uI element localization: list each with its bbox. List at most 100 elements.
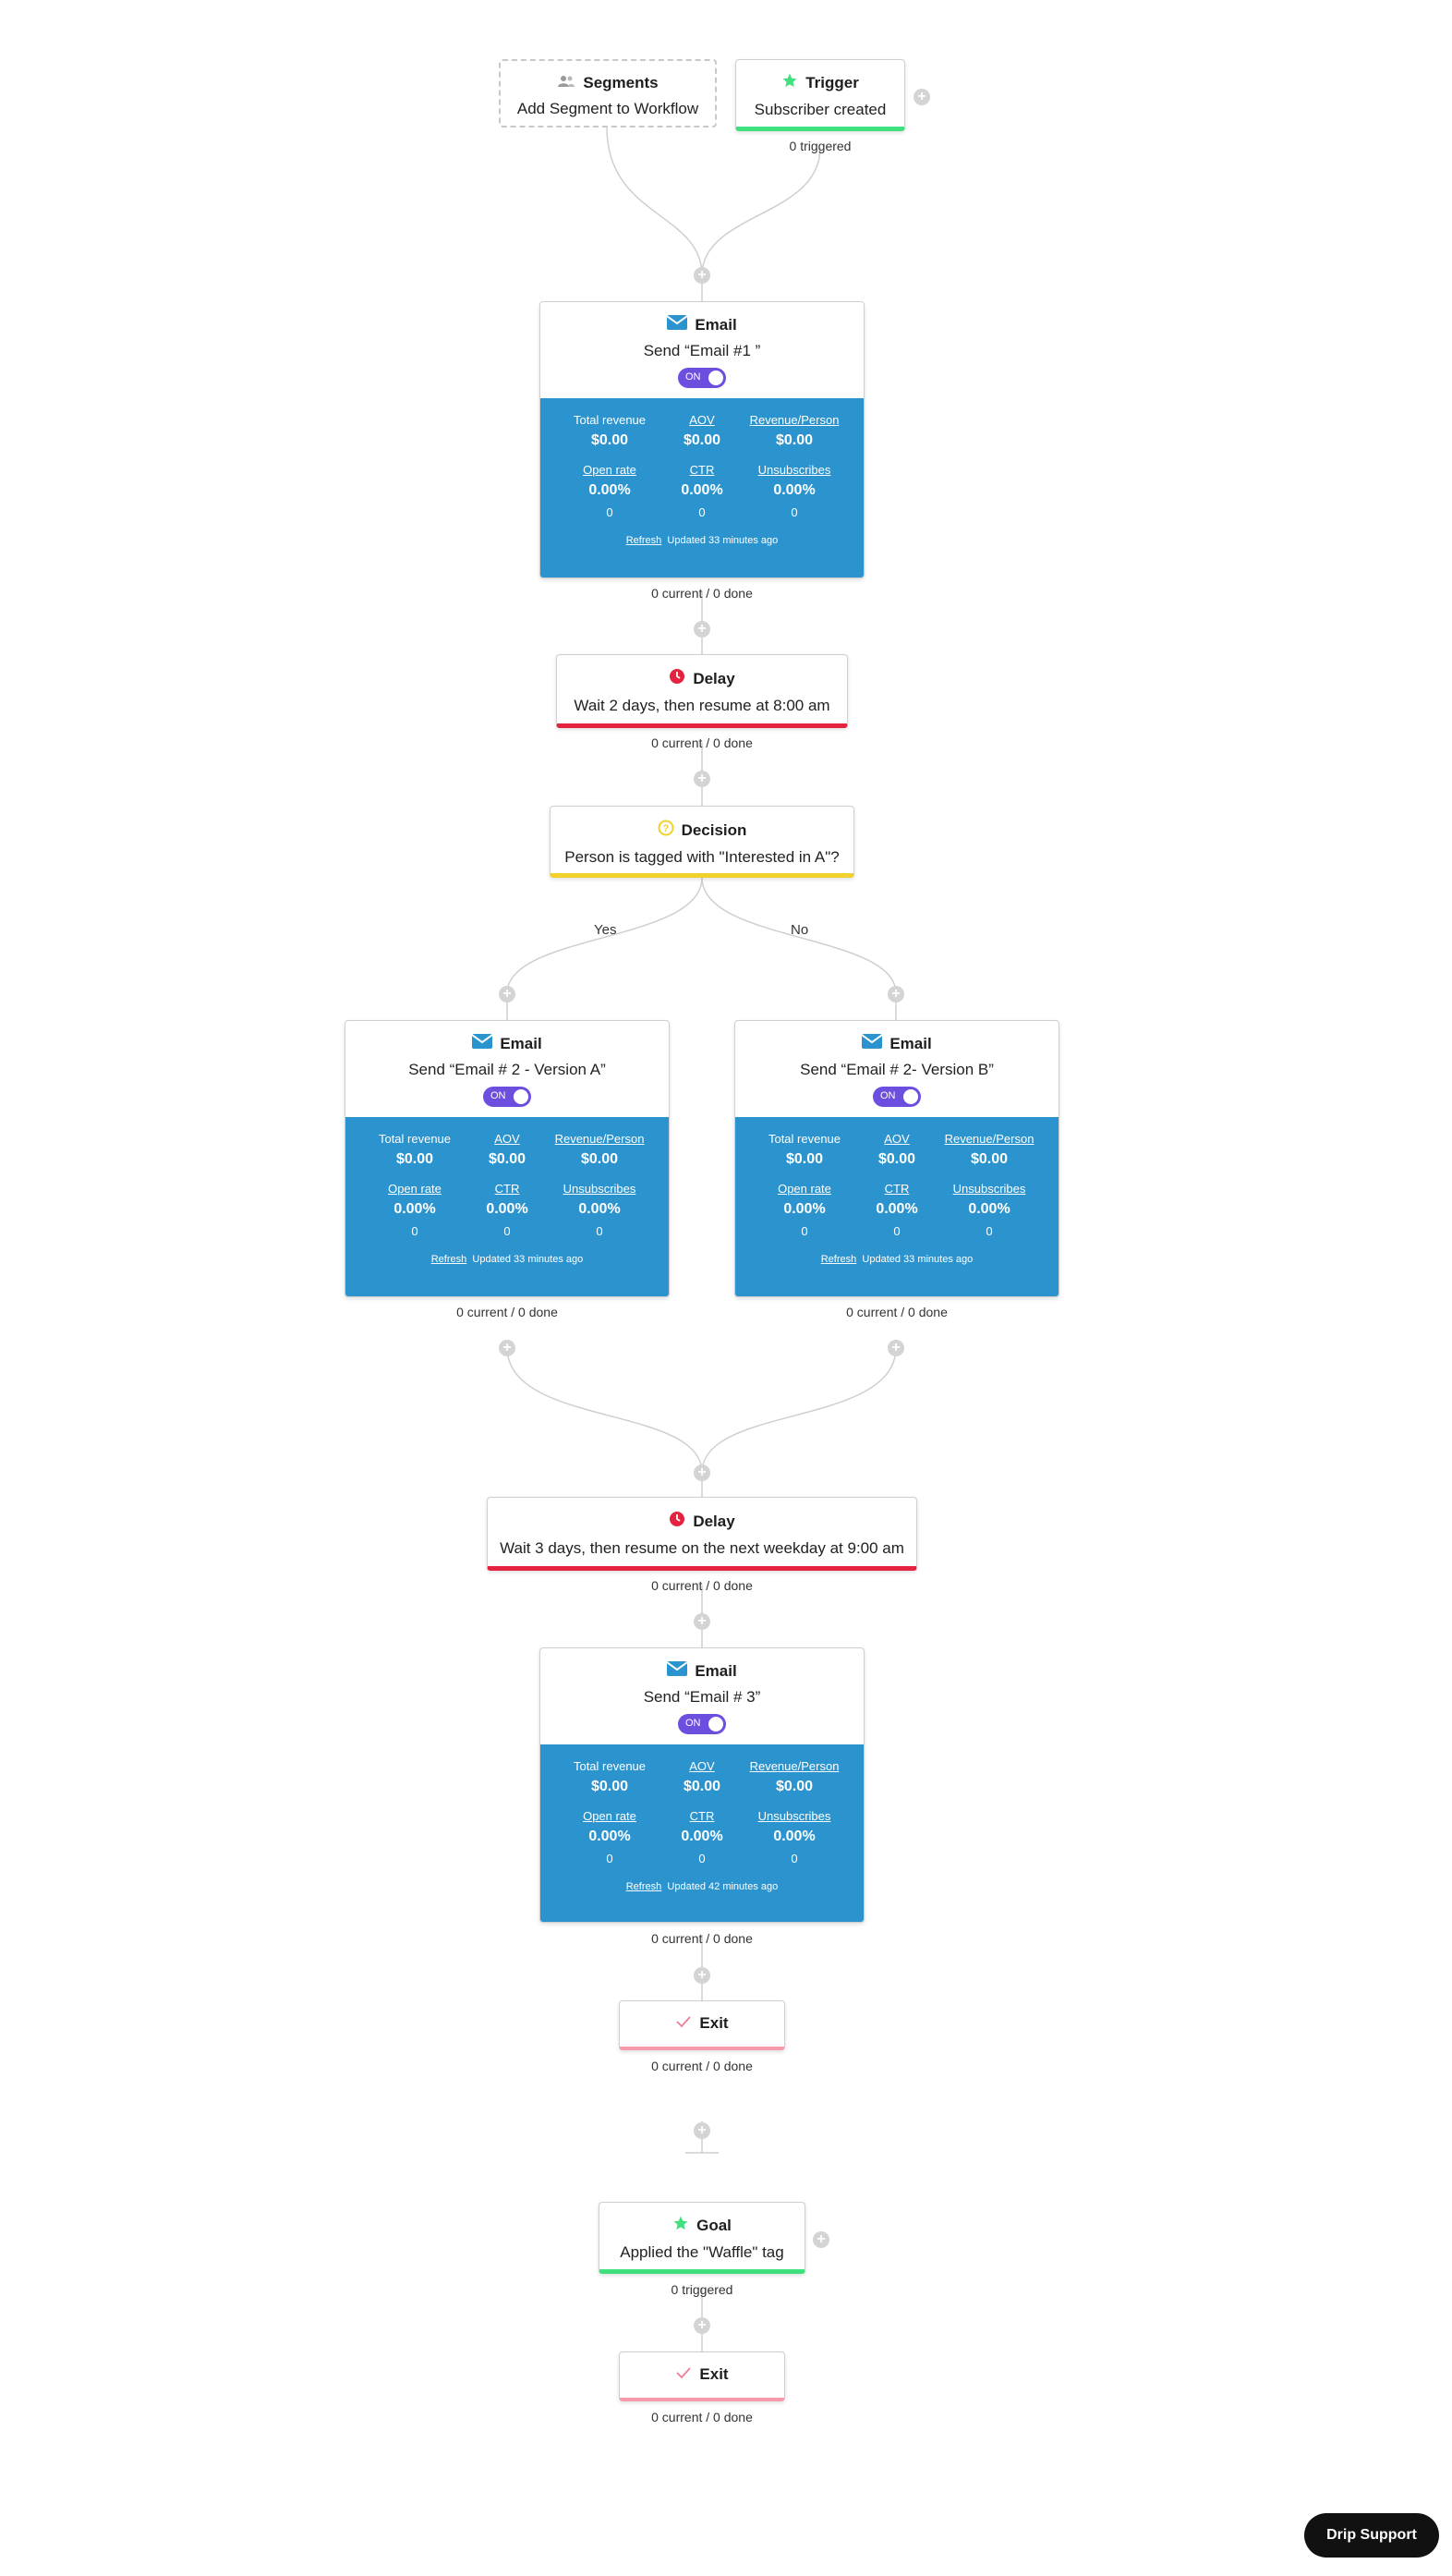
clock-icon bbox=[669, 668, 685, 689]
exit-node[interactable]: Exit bbox=[619, 2351, 785, 2401]
refresh-link[interactable]: Refresh bbox=[625, 1881, 662, 1892]
add-goal-plus-icon[interactable]: + bbox=[813, 2231, 829, 2248]
add-step-plus-icon[interactable]: + bbox=[694, 2122, 710, 2139]
delay-node[interactable]: Delay Wait 2 days, then resume at 8:00 a… bbox=[556, 654, 848, 728]
users-icon bbox=[557, 74, 575, 92]
ctr-link[interactable]: CTR bbox=[884, 1182, 910, 1196]
unsubscribes-count: 0 bbox=[791, 1852, 798, 1865]
email-subtitle: Send “Email # 3” bbox=[643, 1688, 761, 1706]
open-count: 0 bbox=[606, 505, 613, 519]
drip-support-button[interactable]: Drip Support bbox=[1304, 2513, 1439, 2558]
email-node-version-b[interactable]: Email Send “Email # 2- Version B” ON Tot… bbox=[734, 1020, 1059, 1297]
aov-link[interactable]: AOV bbox=[494, 1132, 520, 1146]
aov-link[interactable]: AOV bbox=[689, 413, 715, 427]
unsubscribes-link[interactable]: Unsubscribes bbox=[952, 1182, 1026, 1196]
total-revenue-value: $0.00 bbox=[785, 1151, 824, 1167]
unsubscribes-link[interactable]: Unsubscribes bbox=[757, 1809, 831, 1823]
goal-node[interactable]: Goal Applied the "Waffle" tag bbox=[599, 2202, 805, 2274]
add-step-plus-icon[interactable]: + bbox=[888, 1340, 904, 1356]
unsubscribes-value: 0.00% bbox=[773, 1829, 816, 1844]
add-trigger-plus-icon[interactable]: + bbox=[914, 89, 930, 105]
decision-node[interactable]: ? Decision Person is tagged with "Intere… bbox=[550, 806, 854, 878]
email-node[interactable]: Email Send “Email #1 ” ON Total revenue$… bbox=[539, 301, 865, 578]
email-title: Email bbox=[889, 1034, 932, 1052]
open-rate-value: 0.00% bbox=[588, 482, 631, 498]
email-on-toggle[interactable]: ON bbox=[678, 368, 726, 388]
add-step-plus-icon[interactable]: + bbox=[694, 1967, 710, 1984]
add-step-plus-icon[interactable]: + bbox=[694, 771, 710, 787]
open-rate-link[interactable]: Open rate bbox=[583, 463, 636, 477]
trigger-node[interactable]: Trigger Subscriber created bbox=[735, 59, 905, 131]
email-title: Email bbox=[695, 1661, 737, 1680]
email-subtitle: Send “Email # 2 - Version A” bbox=[408, 1061, 606, 1078]
open-rate-value: 0.00% bbox=[783, 1201, 826, 1217]
open-rate-link[interactable]: Open rate bbox=[583, 1809, 636, 1823]
delay-node[interactable]: Delay Wait 3 days, then resume on the ne… bbox=[487, 1497, 917, 1571]
star-icon bbox=[781, 72, 798, 93]
email-progress: 0 current / 0 done bbox=[651, 1931, 753, 1946]
email-on-toggle[interactable]: ON bbox=[873, 1087, 921, 1107]
add-step-plus-icon[interactable]: + bbox=[888, 986, 904, 1002]
revenue-per-person-value: $0.00 bbox=[775, 1779, 814, 1794]
open-count: 0 bbox=[411, 1224, 418, 1238]
add-step-plus-icon[interactable]: + bbox=[694, 267, 710, 284]
decision-title: Decision bbox=[681, 820, 747, 839]
star-icon bbox=[672, 2215, 689, 2236]
revenue-per-person-link[interactable]: Revenue/Person bbox=[749, 413, 840, 427]
email-progress: 0 current / 0 done bbox=[846, 1305, 948, 1319]
trigger-subtitle: Subscriber created bbox=[754, 101, 887, 118]
email-subtitle: Send “Email #1 ” bbox=[643, 342, 761, 359]
refresh-link[interactable]: Refresh bbox=[625, 535, 662, 546]
email-stats-panel: Total revenue$0.00 AOV$0.00 Revenue/Pers… bbox=[345, 1117, 669, 1296]
email-on-toggle[interactable]: ON bbox=[678, 1714, 726, 1734]
delay-subtitle: Wait 3 days, then resume on the next wee… bbox=[500, 1539, 904, 1557]
decision-subtitle: Person is tagged with "Interested in A"? bbox=[564, 848, 840, 866]
unsubscribes-count: 0 bbox=[986, 1224, 993, 1238]
unsubscribes-link[interactable]: Unsubscribes bbox=[757, 463, 831, 477]
aov-value: $0.00 bbox=[683, 432, 721, 448]
add-step-plus-icon[interactable]: + bbox=[499, 986, 515, 1002]
total-revenue-value: $0.00 bbox=[590, 432, 629, 448]
unsubscribes-count: 0 bbox=[791, 505, 798, 519]
ctr-link[interactable]: CTR bbox=[689, 1809, 715, 1823]
updated-time: Updated 33 minutes ago bbox=[472, 1254, 584, 1265]
refresh-link[interactable]: Refresh bbox=[820, 1254, 857, 1265]
aov-link[interactable]: AOV bbox=[884, 1132, 910, 1146]
unsubscribes-value: 0.00% bbox=[773, 482, 816, 498]
ctr-link[interactable]: CTR bbox=[494, 1182, 520, 1196]
open-rate-link[interactable]: Open rate bbox=[778, 1182, 831, 1196]
ctr-count: 0 bbox=[503, 1224, 511, 1238]
add-step-plus-icon[interactable]: + bbox=[694, 1464, 710, 1481]
aov-link[interactable]: AOV bbox=[689, 1759, 715, 1773]
exit-node[interactable]: Exit bbox=[619, 2000, 785, 2050]
total-revenue-label: Total revenue bbox=[573, 1759, 647, 1773]
updated-time: Updated 33 minutes ago bbox=[862, 1254, 974, 1265]
email-node-version-a[interactable]: Email Send “Email # 2 - Version A” ON To… bbox=[345, 1020, 670, 1297]
ctr-link[interactable]: CTR bbox=[689, 463, 715, 477]
aov-value: $0.00 bbox=[488, 1151, 526, 1167]
unsubscribes-value: 0.00% bbox=[968, 1201, 1010, 1217]
email-stats-panel: Total revenue $0.00 AOV $0.00 Revenue/Pers… bbox=[540, 1744, 864, 1922]
add-step-plus-icon[interactable]: + bbox=[694, 2317, 710, 2334]
ctr-value: 0.00% bbox=[681, 482, 723, 498]
unsubscribes-link[interactable]: Unsubscribes bbox=[563, 1182, 636, 1196]
email-stats-panel: Total revenue$0.00 AOV$0.00 Revenue/Pers… bbox=[540, 398, 864, 577]
segments-subtitle: Add Segment to Workflow bbox=[516, 100, 699, 117]
add-step-plus-icon[interactable]: + bbox=[499, 1340, 515, 1356]
goal-title: Goal bbox=[696, 2216, 732, 2234]
open-rate-link[interactable]: Open rate bbox=[388, 1182, 442, 1196]
revenue-per-person-link[interactable]: Revenue/Person bbox=[944, 1132, 1035, 1146]
email-node[interactable]: Email Send “Email # 3” ON Total revenue $… bbox=[539, 1647, 865, 1923]
email-stats-panel: Total revenue$0.00 AOV$0.00 Revenue/Pers… bbox=[735, 1117, 1059, 1296]
segments-node[interactable]: Segments Add Segment to Workflow bbox=[499, 59, 717, 128]
ctr-count: 0 bbox=[698, 1852, 706, 1865]
email-on-toggle[interactable]: ON bbox=[483, 1087, 531, 1107]
aov-value: $0.00 bbox=[683, 1779, 721, 1794]
refresh-link[interactable]: Refresh bbox=[430, 1254, 467, 1265]
revenue-per-person-link[interactable]: Revenue/Person bbox=[749, 1759, 840, 1773]
total-revenue-label: Total revenue bbox=[768, 1132, 841, 1146]
add-step-plus-icon[interactable]: + bbox=[694, 1613, 710, 1630]
revenue-per-person-link[interactable]: Revenue/Person bbox=[554, 1132, 645, 1146]
add-step-plus-icon[interactable]: + bbox=[694, 621, 710, 638]
revenue-per-person-value: $0.00 bbox=[580, 1151, 619, 1167]
